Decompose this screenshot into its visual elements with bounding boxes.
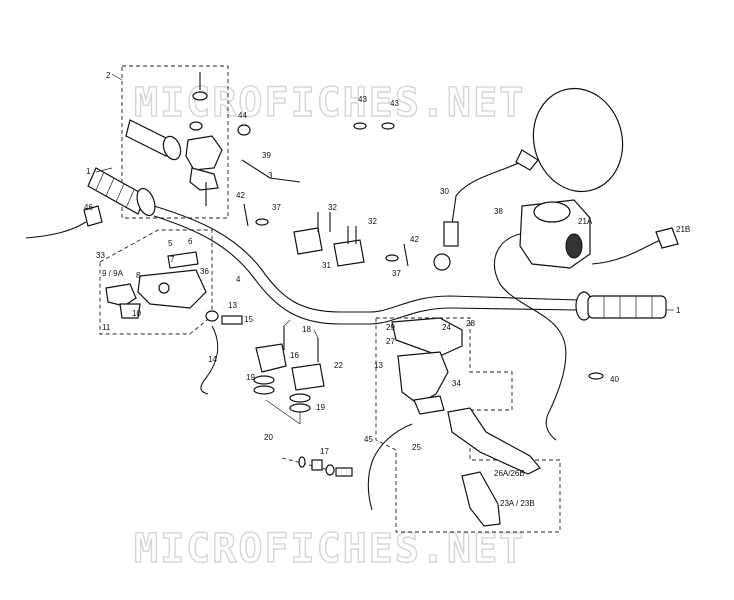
cable-end-13 — [205, 310, 219, 322]
mirror — [433, 87, 624, 271]
pin-42b — [403, 243, 409, 267]
kill-switch-21b — [655, 227, 679, 249]
label-15: 15 — [244, 315, 253, 324]
label-14: 14 — [208, 355, 217, 364]
kill-switch-wire — [591, 239, 661, 265]
left-switch-block — [105, 251, 207, 319]
horn-button — [83, 205, 103, 227]
label-6: 6 — [188, 237, 193, 246]
right-switch-block — [519, 199, 591, 269]
label-21b: 21B — [676, 225, 690, 234]
label-1-left: 1 — [86, 167, 91, 176]
label-44: 44 — [238, 111, 247, 120]
bar-clamp-lower-left — [253, 326, 325, 413]
lever-guard — [461, 471, 501, 527]
label-30: 30 — [440, 187, 449, 196]
cable-adjuster-17 — [281, 456, 353, 477]
watermark-bottom: MICROFICHES.NET — [134, 526, 525, 572]
label-46: 46 — [84, 203, 93, 212]
label-19b: 19 — [316, 403, 325, 412]
label-13b: 13 — [374, 361, 383, 370]
watermark-top: MICROFICHES.NET — [134, 80, 525, 126]
label-10: 10 — [132, 309, 141, 318]
label-39: 39 — [262, 151, 271, 160]
label-42b: 42 — [410, 235, 419, 244]
wire-clip-43a — [353, 122, 367, 130]
label-27: 27 — [386, 337, 395, 346]
label-19a: 19 — [246, 373, 255, 382]
label-18: 18 — [302, 325, 311, 334]
choke-cable — [200, 325, 219, 395]
label-36: 36 — [200, 267, 209, 276]
wire-clip-40 — [588, 372, 604, 380]
label-31: 31 — [322, 261, 331, 270]
clutch-group-box — [375, 317, 561, 533]
label-17: 17 — [320, 447, 329, 456]
label-29: 29 — [386, 323, 395, 332]
label-37a: 37 — [272, 203, 281, 212]
leader-1-left — [95, 167, 113, 173]
clutch-lever — [447, 407, 541, 475]
leader-20 — [265, 399, 301, 425]
pin-42a — [243, 203, 249, 227]
clutch-perch — [391, 317, 463, 415]
label-16: 16 — [290, 351, 299, 360]
label-5: 5 — [168, 239, 173, 248]
clutch-cable — [367, 423, 413, 511]
label-1-right: 1 — [676, 306, 681, 315]
label-45: 45 — [364, 435, 373, 444]
label-20: 20 — [264, 433, 273, 442]
horn-wire — [25, 221, 87, 239]
throttle-group-box — [121, 65, 229, 219]
label-32b: 32 — [368, 217, 377, 226]
label-43b: 43 — [390, 99, 399, 108]
bar-clamp-upper — [293, 212, 365, 267]
leader-2 — [111, 73, 123, 81]
label-43a: 43 — [358, 95, 367, 104]
label-11: 11 — [102, 323, 111, 332]
label-13a: 13 — [228, 301, 237, 310]
label-4: 4 — [236, 275, 241, 284]
switch-wiring — [493, 233, 567, 441]
label-26: 26A/26B — [494, 469, 525, 478]
label-25: 25 — [412, 443, 421, 452]
fitting-44 — [237, 124, 251, 136]
label-34: 34 — [452, 379, 461, 388]
left-grip — [87, 167, 156, 217]
wire-clip-43b — [381, 122, 395, 130]
label-40: 40 — [610, 375, 619, 384]
label-33: 33 — [96, 251, 105, 260]
label-9-9a: 9 / 9A — [102, 269, 124, 278]
label-21a: 21A — [578, 217, 593, 226]
label-2: 2 — [106, 71, 111, 80]
label-3: 3 — [268, 171, 273, 180]
label-38: 38 — [494, 207, 503, 216]
label-8: 8 — [136, 271, 141, 280]
adjuster-15 — [221, 315, 243, 325]
throttle-assembly — [125, 72, 223, 206]
leader-18 — [283, 319, 319, 339]
label-28: 28 — [466, 319, 475, 328]
label-7: 7 — [170, 255, 175, 264]
handlebar — [153, 205, 579, 313]
cable-3 — [241, 159, 301, 183]
right-grip — [575, 291, 667, 321]
wire-clip-37a — [255, 218, 269, 226]
label-42a: 42 — [236, 191, 245, 200]
label-23: 23A / 23B — [500, 499, 535, 508]
label-37b: 37 — [392, 269, 401, 278]
label-22: 22 — [334, 361, 343, 370]
label-24: 24 — [442, 323, 451, 332]
wire-clip-37b — [385, 254, 399, 262]
handlebar-lower-edge — [153, 215, 579, 325]
label-32a: 32 — [328, 203, 337, 212]
